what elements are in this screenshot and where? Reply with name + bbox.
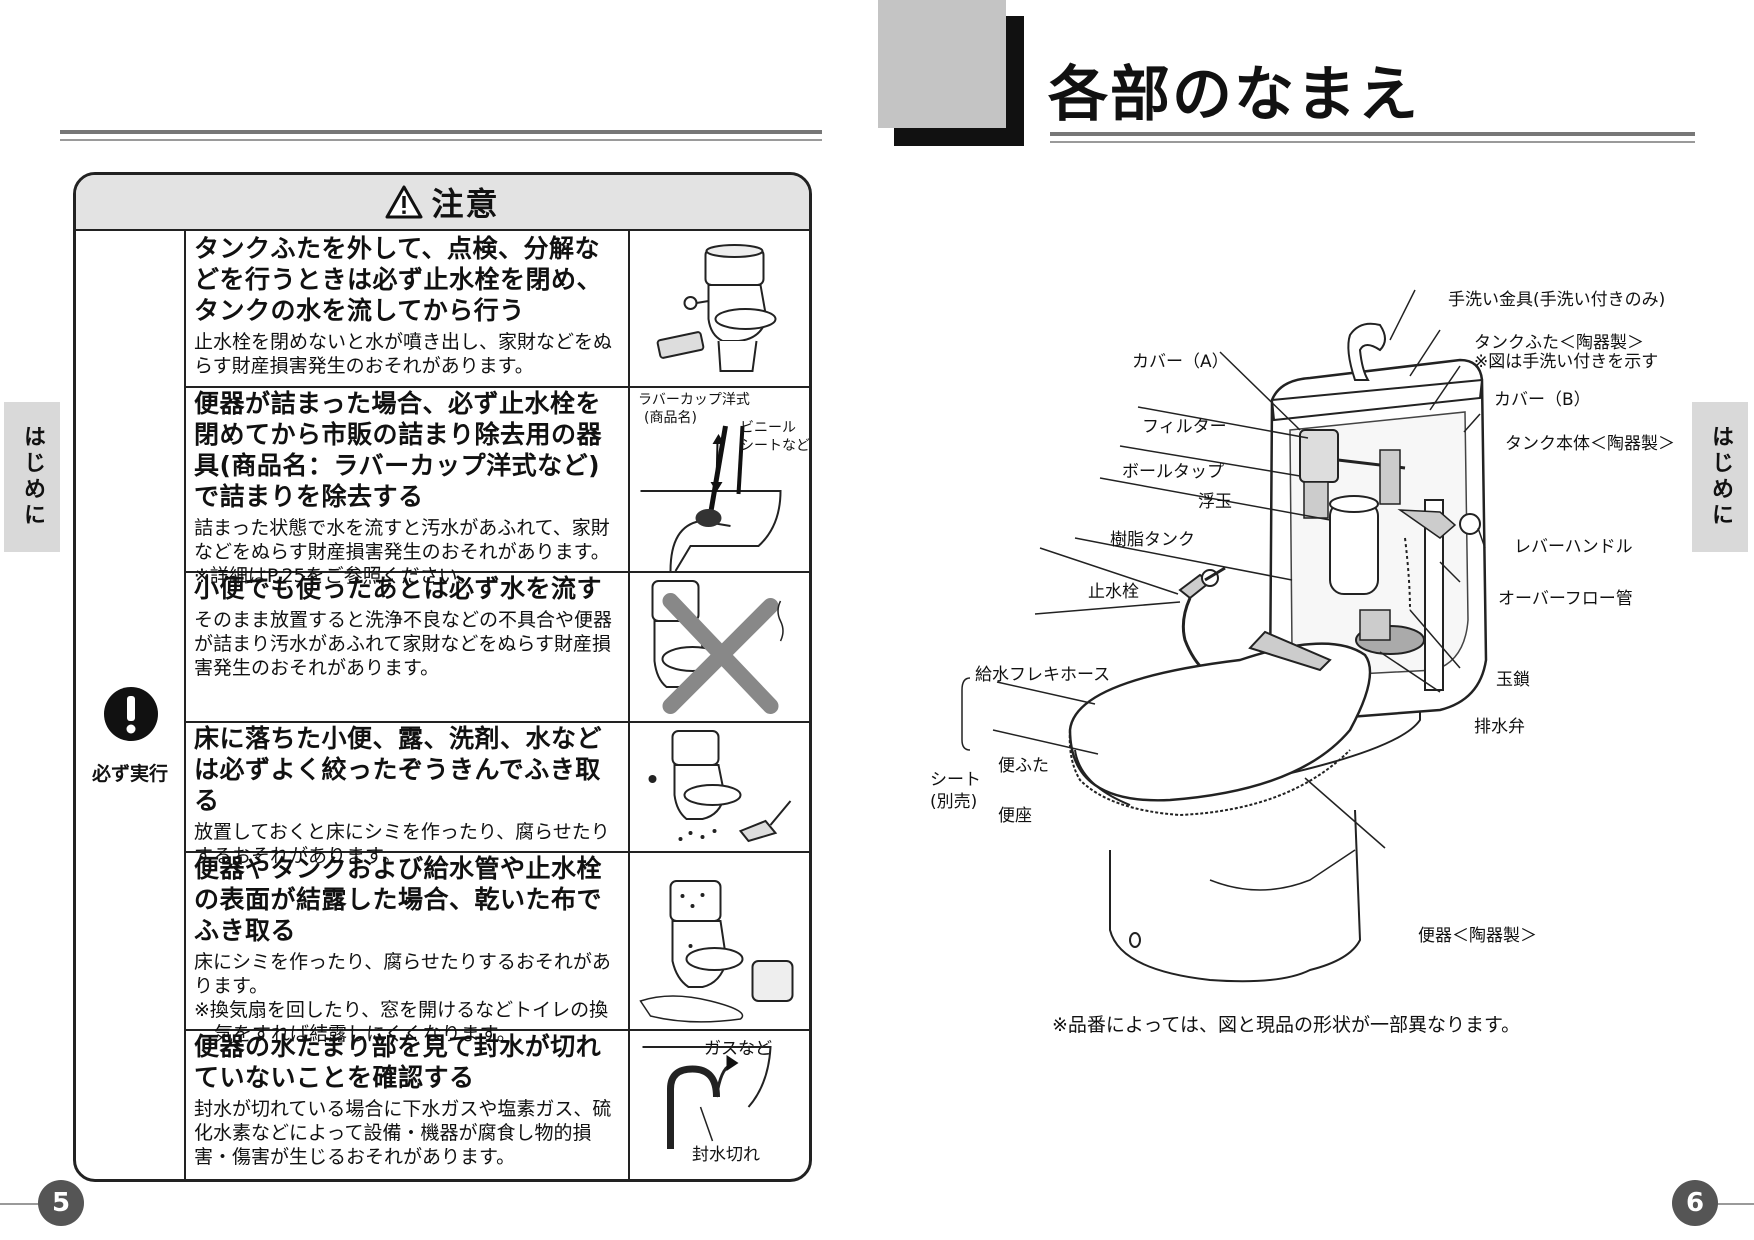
page-number-left: 5 <box>38 1180 84 1226</box>
gas-label: ガスなど <box>704 1039 772 1059</box>
must-do-column: 必ず実行 <box>76 231 186 1179</box>
toilet-crossed-icon <box>651 580 784 714</box>
must-do-label: 必ず実行 <box>91 763 168 785</box>
page-number-right: 6 <box>1672 1180 1718 1226</box>
title-decoration-gray <box>878 0 1006 128</box>
caution-row-1-title: タンクふたを外して、点検、分解などを行うときは必ず止水栓を閉め、タンクの水を流し… <box>194 234 603 325</box>
caution-row-6-illustration: ガスなど 封水切れ <box>628 1029 809 1179</box>
caution-row-2: 便器が詰まった場合、必ず止水栓を閉めてから市販の詰まり除去用の器具(商品名：ラバ… <box>186 386 809 587</box>
warning-triangle-icon <box>385 185 423 219</box>
toilet-condensation-icon <box>639 880 794 1023</box>
plunger-icon <box>640 425 782 571</box>
right-header-rule-thin <box>1050 141 1695 143</box>
caution-row-2-illustration: ラバーカップ洋式 (商品名) ビニール シートなど <box>628 386 809 571</box>
vinyl-label: ビニール <box>740 420 796 436</box>
caution-row-6-title: 便器の水たまり部を見て封水が切れていないことを確認する <box>194 1032 602 1092</box>
caution-row-5: 便器やタンクおよび給水管や止水栓の表面が結露した場合、乾いた布でふき取る 床にシ… <box>186 851 809 1045</box>
label-float: 浮玉 <box>1198 492 1232 512</box>
right-footer-rule <box>1714 1203 1754 1205</box>
label-tank-body: タンク本体＜陶器製＞ <box>1505 434 1675 454</box>
caution-row-5-illustration <box>628 851 809 1029</box>
sheet-label: シートなど <box>740 438 810 454</box>
caution-row-4: 床に落ちた小便、露、洗剤、水などは必ずよく絞ったぞうきんでふき取る 放置しておく… <box>186 721 809 867</box>
seal-water-broken-label: 封水切れ <box>692 1145 760 1165</box>
left-header-rule-thin <box>60 139 822 141</box>
caution-title: 注意 <box>431 185 500 223</box>
label-resin-tank: 樹脂タンク <box>1110 530 1195 550</box>
caution-row-4-illustration <box>628 721 809 851</box>
caution-row-1: タンクふたを外して、点検、分解などを行うときは必ず止水栓を閉め、タンクの水を流し… <box>186 231 809 388</box>
label-filter: フィルター <box>1142 417 1227 437</box>
caution-row-3-illustration <box>628 571 809 721</box>
exclamation-circle-icon <box>104 687 158 741</box>
right-side-tab: はじめに <box>1692 402 1748 552</box>
caution-row-5-desc: 床にシミを作ったり、腐らせたりするおそれがあります。 <box>194 951 611 997</box>
label-seat-sold-separately: (別売) <box>930 792 978 812</box>
caution-row-1-desc: 止水栓を閉めないと水が噴き出し、家財などをぬらす財産損害発生のおそれがあります。 <box>194 331 613 377</box>
label-cover-a: カバー（A） <box>1132 352 1229 372</box>
toilet-parts-diagram <box>961 289 1488 983</box>
label-tank-lid: タンクふた＜陶器製＞ <box>1474 333 1644 353</box>
label-lid: 便ふた <box>998 756 1049 776</box>
caution-row-4-title: 床に落ちた小便、露、洗剤、水などは必ずよく絞ったぞうきんでふき取る <box>194 724 603 815</box>
caution-row-2-title: 便器が詰まった場合、必ず止水栓を閉めてから市販の詰まり除去用の器具(商品名：ラバ… <box>194 389 603 511</box>
toilet-open-tank-icon <box>656 244 777 372</box>
label-chain: 玉鎖 <box>1496 670 1530 690</box>
label-tank-lid-note: ※図は手洗い付きを示す <box>1474 352 1659 372</box>
caution-row-3-desc: そのまま放置すると洗浄不良などの不具合や便器が詰まり汚水があふれて家財などをぬら… <box>194 609 613 679</box>
rubber-cup-label: ラバーカップ洋式 <box>638 392 750 408</box>
label-ball-tap: ボールタップ <box>1122 462 1224 482</box>
label-hand-wash-fitting: 手洗い金具(手洗い付きのみ) <box>1448 290 1666 310</box>
caution-row-6-desc: 封水が切れている場合に下水ガスや塩素ガス、硫化水素などによって設備・機器が腐食し… <box>194 1098 612 1168</box>
left-footer-rule <box>0 1203 40 1205</box>
caution-row-1-illustration <box>628 231 809 386</box>
label-stop-valve: 止水栓 <box>1088 582 1139 602</box>
label-overflow-pipe: オーバーフロー管 <box>1498 589 1633 609</box>
caution-row-2-desc: 詰まった状態で水を流すと汚水があふれて、家財などをぬらす財産損害発生のおそれがあ… <box>194 517 610 587</box>
caution-row-3-title: 小便でも使ったあとは必ず水を流す <box>194 574 603 603</box>
caution-row-6: 便器の水たまり部を見て封水が切れていないことを確認する 封水が切れている場合に下… <box>186 1029 809 1179</box>
left-side-tab: はじめに <box>4 402 60 552</box>
product-name-label: (商品名) <box>644 410 697 426</box>
page-title: 各部のなまえ <box>1048 60 1420 130</box>
caution-header: 注意 <box>76 175 809 231</box>
label-supply-hose: 給水フレキホース <box>975 665 1111 685</box>
label-lever-handle: レバーハンドル <box>1514 537 1633 557</box>
label-seat-ring: 便座 <box>998 806 1032 826</box>
caution-box: 注意 必ず実行 タンクふたを外して、点検、分解などを行うときは必ず止水栓を閉め、… <box>73 172 812 1182</box>
toilet-floor-wipe-icon <box>648 730 792 843</box>
label-cover-b: カバー（B） <box>1494 390 1591 410</box>
caution-row-4-desc: 放置しておくと床にシミを作ったり、腐らせたりするおそれがあります。 <box>194 821 610 867</box>
right-header-rule <box>1050 132 1695 136</box>
trap-gas-icon <box>642 1046 772 1149</box>
diagram-footnote: ※品番によっては、図と現品の形状が一部異なります。 <box>1052 1014 1521 1036</box>
caution-row-5-title: 便器やタンクおよび給水管や止水栓の表面が結露した場合、乾いた布でふき取る <box>194 854 603 945</box>
label-bowl: 便器＜陶器製＞ <box>1418 926 1537 946</box>
caution-row-5-note: ※換気扇を回したり、窓を開けるなどトイレの換気をすれば結露しにくくなります。 <box>194 999 609 1045</box>
label-drain-valve: 排水弁 <box>1474 717 1525 737</box>
left-header-rule <box>60 130 822 134</box>
caution-row-3: 小便でも使ったあとは必ず水を流す そのまま放置すると洗浄不良などの不具合や便器が… <box>186 571 809 723</box>
label-seat: シート <box>930 770 981 790</box>
